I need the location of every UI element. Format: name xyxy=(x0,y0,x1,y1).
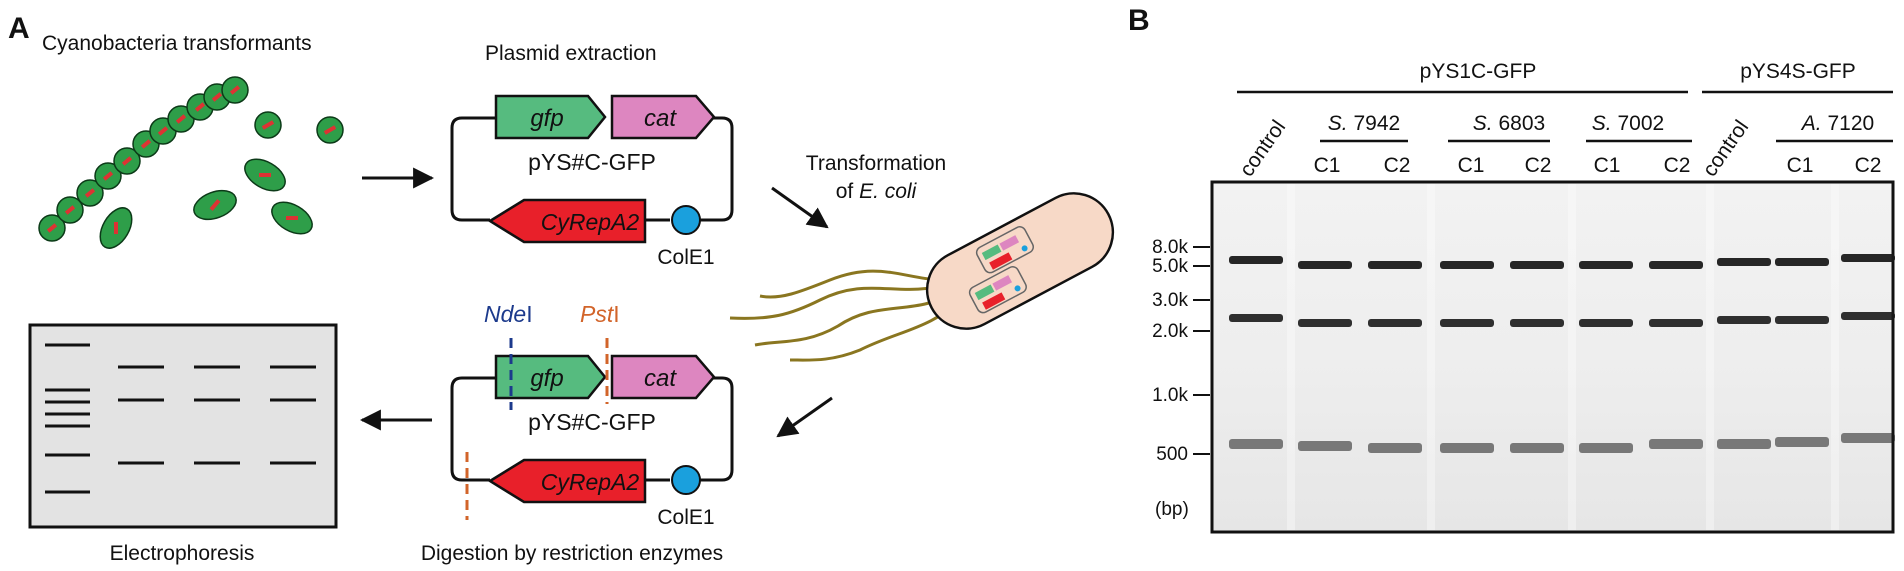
gel-band xyxy=(1841,254,1895,262)
ladder-8k: 8.0k xyxy=(1152,237,1188,258)
arrow-digestion xyxy=(776,396,833,438)
plasmid-top: gfp cat pYS#C-GFP CyRepA2 ColE1 xyxy=(450,94,734,269)
gel-band xyxy=(1229,439,1283,449)
plasmid-name: pYS#C-GFP xyxy=(528,149,656,175)
ladder-1k: 1.0k xyxy=(1152,385,1188,406)
gel-band xyxy=(1649,439,1703,449)
transformation-label-line2: of E. coli xyxy=(836,180,918,203)
gel-band xyxy=(1510,443,1564,453)
gfp-label: gfp xyxy=(530,105,563,132)
lane-7002-c2: C2 xyxy=(1664,154,1691,177)
step-plasmid-extraction-label: Plasmid extraction xyxy=(485,42,657,65)
gel-band xyxy=(1510,319,1564,327)
gel-band xyxy=(1368,261,1422,269)
gel-band xyxy=(1440,443,1494,453)
ladder-ticks xyxy=(1193,246,1210,455)
panel-b-letter: B xyxy=(1128,4,1150,37)
cole1-origin xyxy=(671,205,701,235)
gel-image xyxy=(1210,180,1895,534)
cat-label-cut: cat xyxy=(644,365,677,392)
cole1-label-cut: ColE1 xyxy=(657,506,714,529)
gel-band xyxy=(1298,441,1352,451)
step-electrophoresis-label: Electrophoresis xyxy=(110,542,255,565)
ecoli-cell xyxy=(729,192,1115,362)
gel-band xyxy=(1841,433,1895,443)
lane-control-2: control xyxy=(1698,116,1753,181)
gel-band xyxy=(1775,437,1829,447)
transformation-label-line1: Transformation xyxy=(806,152,946,175)
gel-band xyxy=(1229,256,1283,264)
gel-band xyxy=(1841,312,1895,320)
lane-control-1: control xyxy=(1235,116,1290,181)
strain-label-7942: S. 7942 xyxy=(1328,112,1400,135)
gel-band xyxy=(1717,258,1771,266)
lane-6803-c1: C1 xyxy=(1458,154,1485,177)
panel-a-letter: A xyxy=(8,12,30,45)
gel-band xyxy=(1298,261,1352,269)
plasmid-bottom: gfp cat pYS#C-GFP CyRepA2 ColE1 NdeI Pst… xyxy=(450,301,734,529)
schematic-gel xyxy=(28,323,338,529)
gel-band xyxy=(1717,439,1771,449)
strain-label-6803: S. 6803 xyxy=(1473,112,1545,135)
step-digestion-label: Digestion by restriction enzymes xyxy=(421,542,723,565)
cat-label: cat xyxy=(644,105,677,132)
gel-band xyxy=(1775,258,1829,266)
gel-band xyxy=(1579,261,1633,269)
gel-band xyxy=(1649,261,1703,269)
gel-band xyxy=(1579,443,1633,453)
ladder-unit: (bp) xyxy=(1155,499,1189,520)
ladder-3k: 3.0k xyxy=(1152,290,1188,311)
cole1-origin-cut xyxy=(671,465,701,495)
gel-band xyxy=(1510,261,1564,269)
lane-7942-c1: C1 xyxy=(1314,154,1341,177)
gel-band xyxy=(1229,314,1283,322)
ladder-5k: 5.0k xyxy=(1152,256,1188,277)
lane-7120-c1: C1 xyxy=(1787,154,1814,177)
cyanobacteria-cells xyxy=(38,76,344,249)
gel-band xyxy=(1579,319,1633,327)
strain-label-7002: S. 7002 xyxy=(1592,112,1664,135)
gel-band xyxy=(1368,319,1422,327)
ladder-labels: 8.0k 5.0k 3.0k 2.0k 1.0k 500 xyxy=(1152,237,1188,465)
cat-gene-cut xyxy=(610,354,716,400)
cyrepa2-label-cut: CyRepA2 xyxy=(541,469,640,495)
gel-band xyxy=(1440,319,1494,327)
gel-band xyxy=(1298,319,1352,327)
lane-7942-c2: C2 xyxy=(1384,154,1411,177)
gfp-gene xyxy=(494,94,607,140)
group-pys1c-label: pYS1C-GFP xyxy=(1420,60,1537,83)
group-pys4s-label: pYS4S-GFP xyxy=(1740,60,1856,83)
psti-label: PstI xyxy=(580,301,620,327)
ladder-2k: 2.0k xyxy=(1152,321,1188,342)
ladder-500: 500 xyxy=(1156,444,1188,465)
gfp-label-cut: gfp xyxy=(530,365,563,392)
gfp-gene-cut xyxy=(494,354,607,400)
gel-band xyxy=(1717,316,1771,324)
step-cyanobacteria-label: Cyanobacteria transformants xyxy=(42,32,312,55)
plasmid-name-cut: pYS#C-GFP xyxy=(528,409,656,435)
arrow-transformation xyxy=(771,186,829,229)
cole1-label: ColE1 xyxy=(657,246,714,269)
cyrepa2-label: CyRepA2 xyxy=(541,209,640,235)
lane-6803-c2: C2 xyxy=(1525,154,1552,177)
cat-gene xyxy=(610,94,716,140)
gel-band xyxy=(1440,261,1494,269)
gel-band xyxy=(1649,319,1703,327)
lane-7120-c2: C2 xyxy=(1855,154,1882,177)
lane-7002-c1: C1 xyxy=(1594,154,1621,177)
gel-band xyxy=(1368,443,1422,453)
ndei-label: NdeI xyxy=(484,301,533,327)
strain-label-7120: A. 7120 xyxy=(1800,112,1874,135)
gel-band xyxy=(1775,316,1829,324)
